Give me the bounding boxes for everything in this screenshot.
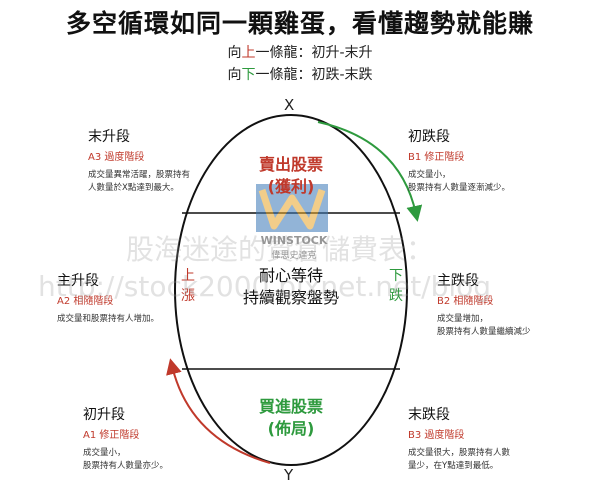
logo-subtext: 偉思史達克 bbox=[271, 251, 317, 261]
phase-desc-line: 量少，在Y點達到最低。 bbox=[408, 461, 499, 471]
watermark-line-1: 股海迷途的贊倉儲費表： bbox=[126, 233, 435, 266]
phase-desc-line: 成交量很大，股票持有人數 bbox=[408, 448, 511, 458]
phase-desc: 成交量和股票持有人增加。 bbox=[57, 313, 187, 326]
phase-desc-line: 成交量小， bbox=[83, 448, 126, 458]
phase-late-rise: 末升段 A3 過度階段 成交量異常活躍，股票持有 人數量於X點達到最大。 bbox=[88, 126, 218, 195]
phase-code: A2 相隨階段 bbox=[57, 296, 114, 307]
rising-arrow bbox=[166, 358, 271, 464]
phase-name: 主升段 bbox=[57, 273, 99, 289]
phase-desc: 成交量小， 股票持有人數量逐漸減少。 bbox=[408, 169, 548, 195]
falling-arrow bbox=[317, 121, 423, 222]
phase-desc-line: 股票持有人數量繼續減少 bbox=[437, 327, 531, 337]
logo-text: WINSTOCK bbox=[260, 234, 328, 247]
subtitle-up-dir: 上 bbox=[241, 45, 256, 61]
phase-desc-line: 成交量小， bbox=[408, 170, 451, 180]
phase-desc-line: 股票持有人數量逐漸減少。 bbox=[408, 183, 511, 193]
phase-name: 末跌段 bbox=[408, 407, 450, 423]
phase-code: A3 過度階段 bbox=[88, 152, 145, 163]
phase-main-fall: 主跌段 B2 相隨階段 成交量增加， 股票持有人數量繼續減少 bbox=[437, 270, 577, 339]
phase-main-rise: 主升段 A2 相隨階段 成交量和股票持有人增加。 bbox=[57, 270, 187, 326]
phase-desc-line: 成交量異常活躍，股票持有 bbox=[88, 170, 191, 180]
fall-char-1: 下 bbox=[389, 268, 403, 284]
phase-desc-line: 人數量於X點達到最大。 bbox=[88, 183, 179, 193]
fall-char-2: 跌 bbox=[389, 288, 403, 304]
rise-side-label: 上 漲 bbox=[181, 266, 195, 306]
phase-late-fall: 末跌段 B3 過度階段 成交量很大，股票持有人數 量少，在Y點達到最低。 bbox=[408, 404, 558, 473]
subtitle-down-dir: 下 bbox=[241, 67, 256, 83]
subtitle-up: 向上一條龍：初升-末升 bbox=[0, 42, 600, 62]
phase-code: B1 修正階段 bbox=[408, 152, 465, 163]
sell-label: 賣出股票 bbox=[258, 155, 323, 174]
phase-code: B2 相隨階段 bbox=[437, 296, 494, 307]
fall-side-label: 下 跌 bbox=[389, 266, 403, 306]
phase-desc: 成交量小， 股票持有人數量亦少。 bbox=[83, 447, 213, 473]
phase-early-rise: 初升段 A1 修正階段 成交量小， 股票持有人數量亦少。 bbox=[83, 404, 213, 473]
rise-char-1: 上 bbox=[181, 268, 195, 284]
phase-code: B3 過度階段 bbox=[408, 430, 465, 441]
phase-desc-line: 股票持有人數量亦少。 bbox=[83, 461, 169, 471]
point-x-label: X bbox=[284, 96, 295, 114]
buy-label-sub: (佈局) bbox=[267, 419, 315, 438]
rise-char-2: 漲 bbox=[181, 288, 195, 304]
phase-name: 末升段 bbox=[88, 129, 130, 145]
sell-label-sub: (獲利) bbox=[267, 177, 315, 196]
phase-desc-line: 成交量增加， bbox=[437, 314, 489, 324]
phase-desc: 成交量很大，股票持有人數 量少，在Y點達到最低。 bbox=[408, 447, 558, 473]
watermark-line-2: http://stock2000.pixnet.net/blog bbox=[38, 270, 492, 303]
egg-outline bbox=[174, 114, 408, 466]
wait-label: 耐心等待 bbox=[258, 266, 323, 285]
subtitle-down: 向下一條龍：初跌-末跌 bbox=[0, 64, 600, 84]
subtitle-up-suffix: 一條龍：初升-末升 bbox=[255, 45, 373, 61]
phase-desc: 成交量異常活躍，股票持有 人數量於X點達到最大。 bbox=[88, 169, 218, 195]
subtitle-down-suffix: 一條龍：初跌-末跌 bbox=[255, 67, 373, 83]
phase-name: 初跌段 bbox=[408, 129, 450, 145]
phase-code: A1 修正階段 bbox=[83, 430, 140, 441]
point-y-label: Y bbox=[284, 466, 294, 484]
subtitle-up-prefix: 向 bbox=[227, 45, 242, 61]
observe-label: 持續觀察盤勢 bbox=[242, 288, 339, 307]
buy-label: 買進股票 bbox=[258, 397, 323, 416]
phase-desc-line: 成交量和股票持有人增加。 bbox=[57, 314, 160, 324]
subtitle-down-prefix: 向 bbox=[227, 67, 242, 83]
phase-desc: 成交量增加， 股票持有人數量繼續減少 bbox=[437, 313, 577, 339]
page-title: 多空循環如同一顆雞蛋，看懂趨勢就能賺 bbox=[65, 9, 534, 38]
phase-early-fall: 初跌段 B1 修正階段 成交量小， 股票持有人數量逐漸減少。 bbox=[408, 126, 548, 195]
winstock-logo bbox=[256, 184, 328, 232]
phase-name: 主跌段 bbox=[437, 273, 479, 289]
phase-name: 初升段 bbox=[83, 407, 125, 423]
